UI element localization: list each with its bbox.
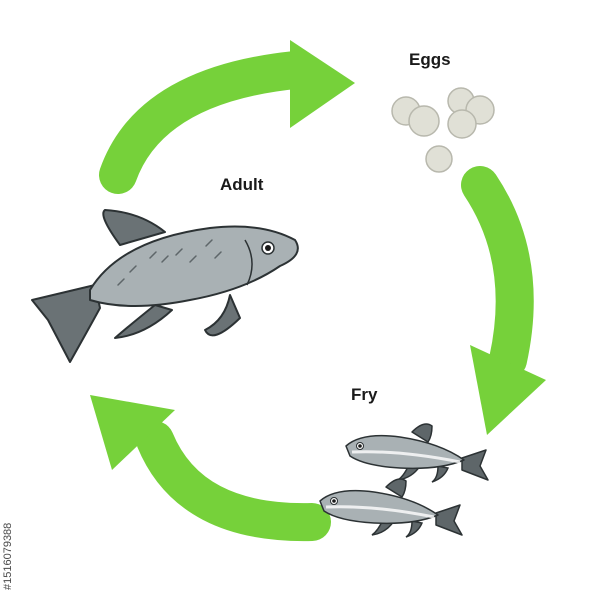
fry-fish-icon [345, 423, 489, 483]
stock-image-id: #1516079388 [2, 522, 14, 590]
stage-label-eggs: Eggs [409, 50, 451, 69]
egg-cluster-icon [391, 87, 495, 173]
adult-fish-icon [31, 209, 299, 363]
stage-label-adult: Adult [220, 175, 264, 194]
arrow-fry-to-adult [90, 395, 331, 542]
arrow-eggs-to-fry [461, 166, 546, 435]
stage-label-fry: Fry [351, 385, 378, 404]
fry-fish-icon [319, 478, 463, 538]
arrow-adult-to-eggs [99, 40, 355, 194]
